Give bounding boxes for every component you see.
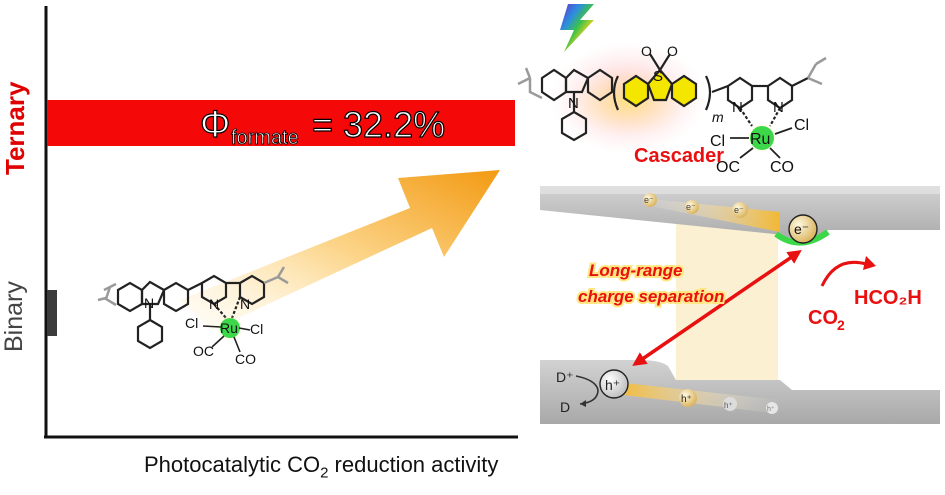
co2-labels: CO 2 HCO₂H	[808, 287, 922, 333]
binary-ru-center	[220, 318, 240, 338]
binary-cl-right: Cl	[250, 321, 263, 337]
ternary-bar: Φ formate = 32.2%	[47, 100, 515, 149]
ternary-oc: OC	[716, 159, 740, 176]
quantum-yield-subscript: formate	[231, 127, 299, 149]
binary-n-carbazole: N	[144, 295, 154, 311]
light-bolt-icon	[560, 4, 594, 52]
electron-labels: e⁻ e⁻ e⁻ e⁻	[644, 195, 809, 237]
y-label-binary: Binary	[0, 281, 28, 352]
polymer-repeat-m: m	[712, 109, 724, 125]
charge-separation-arrow	[632, 250, 802, 366]
binary-n-pyridine-2: N	[240, 296, 250, 312]
ternary-co: CO	[770, 159, 794, 176]
binary-bar	[47, 290, 57, 336]
co2-sub: 2	[837, 317, 845, 333]
ternary-n-carbazole: N	[568, 95, 579, 112]
donor: D	[560, 399, 570, 415]
donor-cycle: D⁺ D	[556, 369, 599, 415]
co2-reduction-arrow	[820, 260, 867, 287]
activity-arrow-shape	[180, 170, 500, 330]
charge-separation-line2: charge separation	[578, 287, 724, 306]
charge-separation-text: Long-range charge separation	[576, 259, 726, 308]
ternary-o-left: O	[641, 43, 652, 59]
hole-label-3: h⁺	[767, 406, 775, 413]
ternary-cl-right: Cl	[794, 117, 809, 134]
electron-label-1: e⁻	[644, 195, 654, 205]
binary-ru: Ru	[220, 320, 238, 336]
formic-acid: HCO₂H	[854, 287, 922, 309]
binary-co: CO	[235, 351, 256, 367]
hole-labels: h⁺ h⁺ h⁺ h⁺	[605, 377, 775, 413]
ternary-molecule	[517, 53, 809, 142]
activity-arrow	[180, 170, 500, 330]
ternary-s: S	[653, 68, 663, 85]
electron-ball-2	[685, 200, 699, 214]
charge-separation-line1: Long-range	[589, 261, 683, 280]
binary-atom-labels: N N N Ru Cl Cl OC CO	[144, 295, 263, 367]
axes	[44, 6, 518, 439]
binary-cl-left: Cl	[185, 315, 198, 331]
binary-oc: OC	[193, 343, 214, 359]
ternary-ru-center	[750, 126, 774, 150]
donor-oxidized: D⁺	[556, 369, 574, 385]
hole-label-1: h⁺	[681, 394, 692, 405]
electron-label-3: e⁻	[734, 205, 744, 215]
hole-trail	[616, 382, 780, 414]
y-label-ternary: Ternary	[0, 81, 30, 175]
electron-label-main: e⁻	[794, 221, 809, 237]
co2-text: CO	[808, 307, 838, 329]
electron-label-2: e⁻	[686, 202, 696, 212]
ternary-cl-left: Cl	[710, 133, 725, 150]
electron-trail	[640, 198, 780, 232]
ternary-bar-rect	[47, 100, 515, 146]
ternary-atom-labels: N S O O m N N Ru Cl Cl OC CO Cascader	[568, 43, 809, 176]
valence-band	[540, 360, 940, 424]
hole-ball-3	[766, 402, 778, 414]
hole-ball-1	[679, 389, 697, 407]
quantum-yield-symbol: Φ	[200, 104, 230, 146]
co2-reduction-arrowhead	[863, 256, 876, 270]
x-axis-label: Photocatalytic CO2 reduction activity	[144, 452, 498, 481]
ternary-vinyl-stub	[806, 56, 827, 86]
x-axis-label-post: reduction activity	[328, 452, 499, 477]
hole-ball-2	[723, 397, 737, 411]
electron-ball-3	[732, 202, 748, 218]
hole-main	[599, 369, 629, 399]
hole-label-main: h⁺	[605, 377, 620, 393]
x-axis-label-sub: 2	[320, 464, 329, 482]
electron-main	[788, 214, 818, 244]
ternary-o-right: O	[667, 43, 678, 59]
ternary-ru-bonds	[730, 127, 793, 159]
ternary-n-pyridine-2: N	[773, 99, 784, 116]
mechanism-panel: e⁻ e⁻ e⁻ e⁻ h⁺ h⁺ h⁺ h⁺ D⁺ D Long-range …	[540, 186, 940, 424]
ternary-n-pyridine-1: N	[732, 99, 743, 116]
ternary-ru: Ru	[750, 131, 770, 148]
binary-n-pyridine-1: N	[209, 296, 219, 312]
electron-ball-1	[643, 193, 657, 207]
binary-ru-bonds	[202, 325, 251, 353]
cascader-label: Cascader	[634, 145, 724, 167]
x-axis-label-pre: Photocatalytic CO	[144, 452, 321, 477]
hole-label-2: h⁺	[724, 401, 733, 410]
quantum-yield-value: = 32.2%	[302, 104, 445, 145]
